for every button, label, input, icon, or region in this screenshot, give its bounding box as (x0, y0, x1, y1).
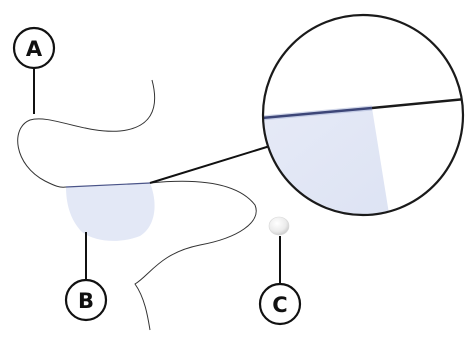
callout-a-circle (12, 26, 56, 70)
pearl-point (268, 216, 290, 236)
selection-top-edge (65, 182, 151, 188)
callout-c-circle (258, 282, 302, 326)
callout-b-label: B (78, 289, 94, 313)
magnifier-lens (263, 15, 463, 215)
magnifier-border (261, 13, 465, 217)
callout-b-circle (64, 278, 108, 322)
callout-c-label: C (272, 293, 287, 317)
callout-a-label: A (26, 37, 43, 61)
selection-shape (66, 183, 155, 241)
magnified-edge-left (263, 106, 373, 120)
magnifier-connector (149, 145, 271, 184)
magnified-edge-right (371, 97, 463, 110)
spline-curve (17, 79, 257, 331)
